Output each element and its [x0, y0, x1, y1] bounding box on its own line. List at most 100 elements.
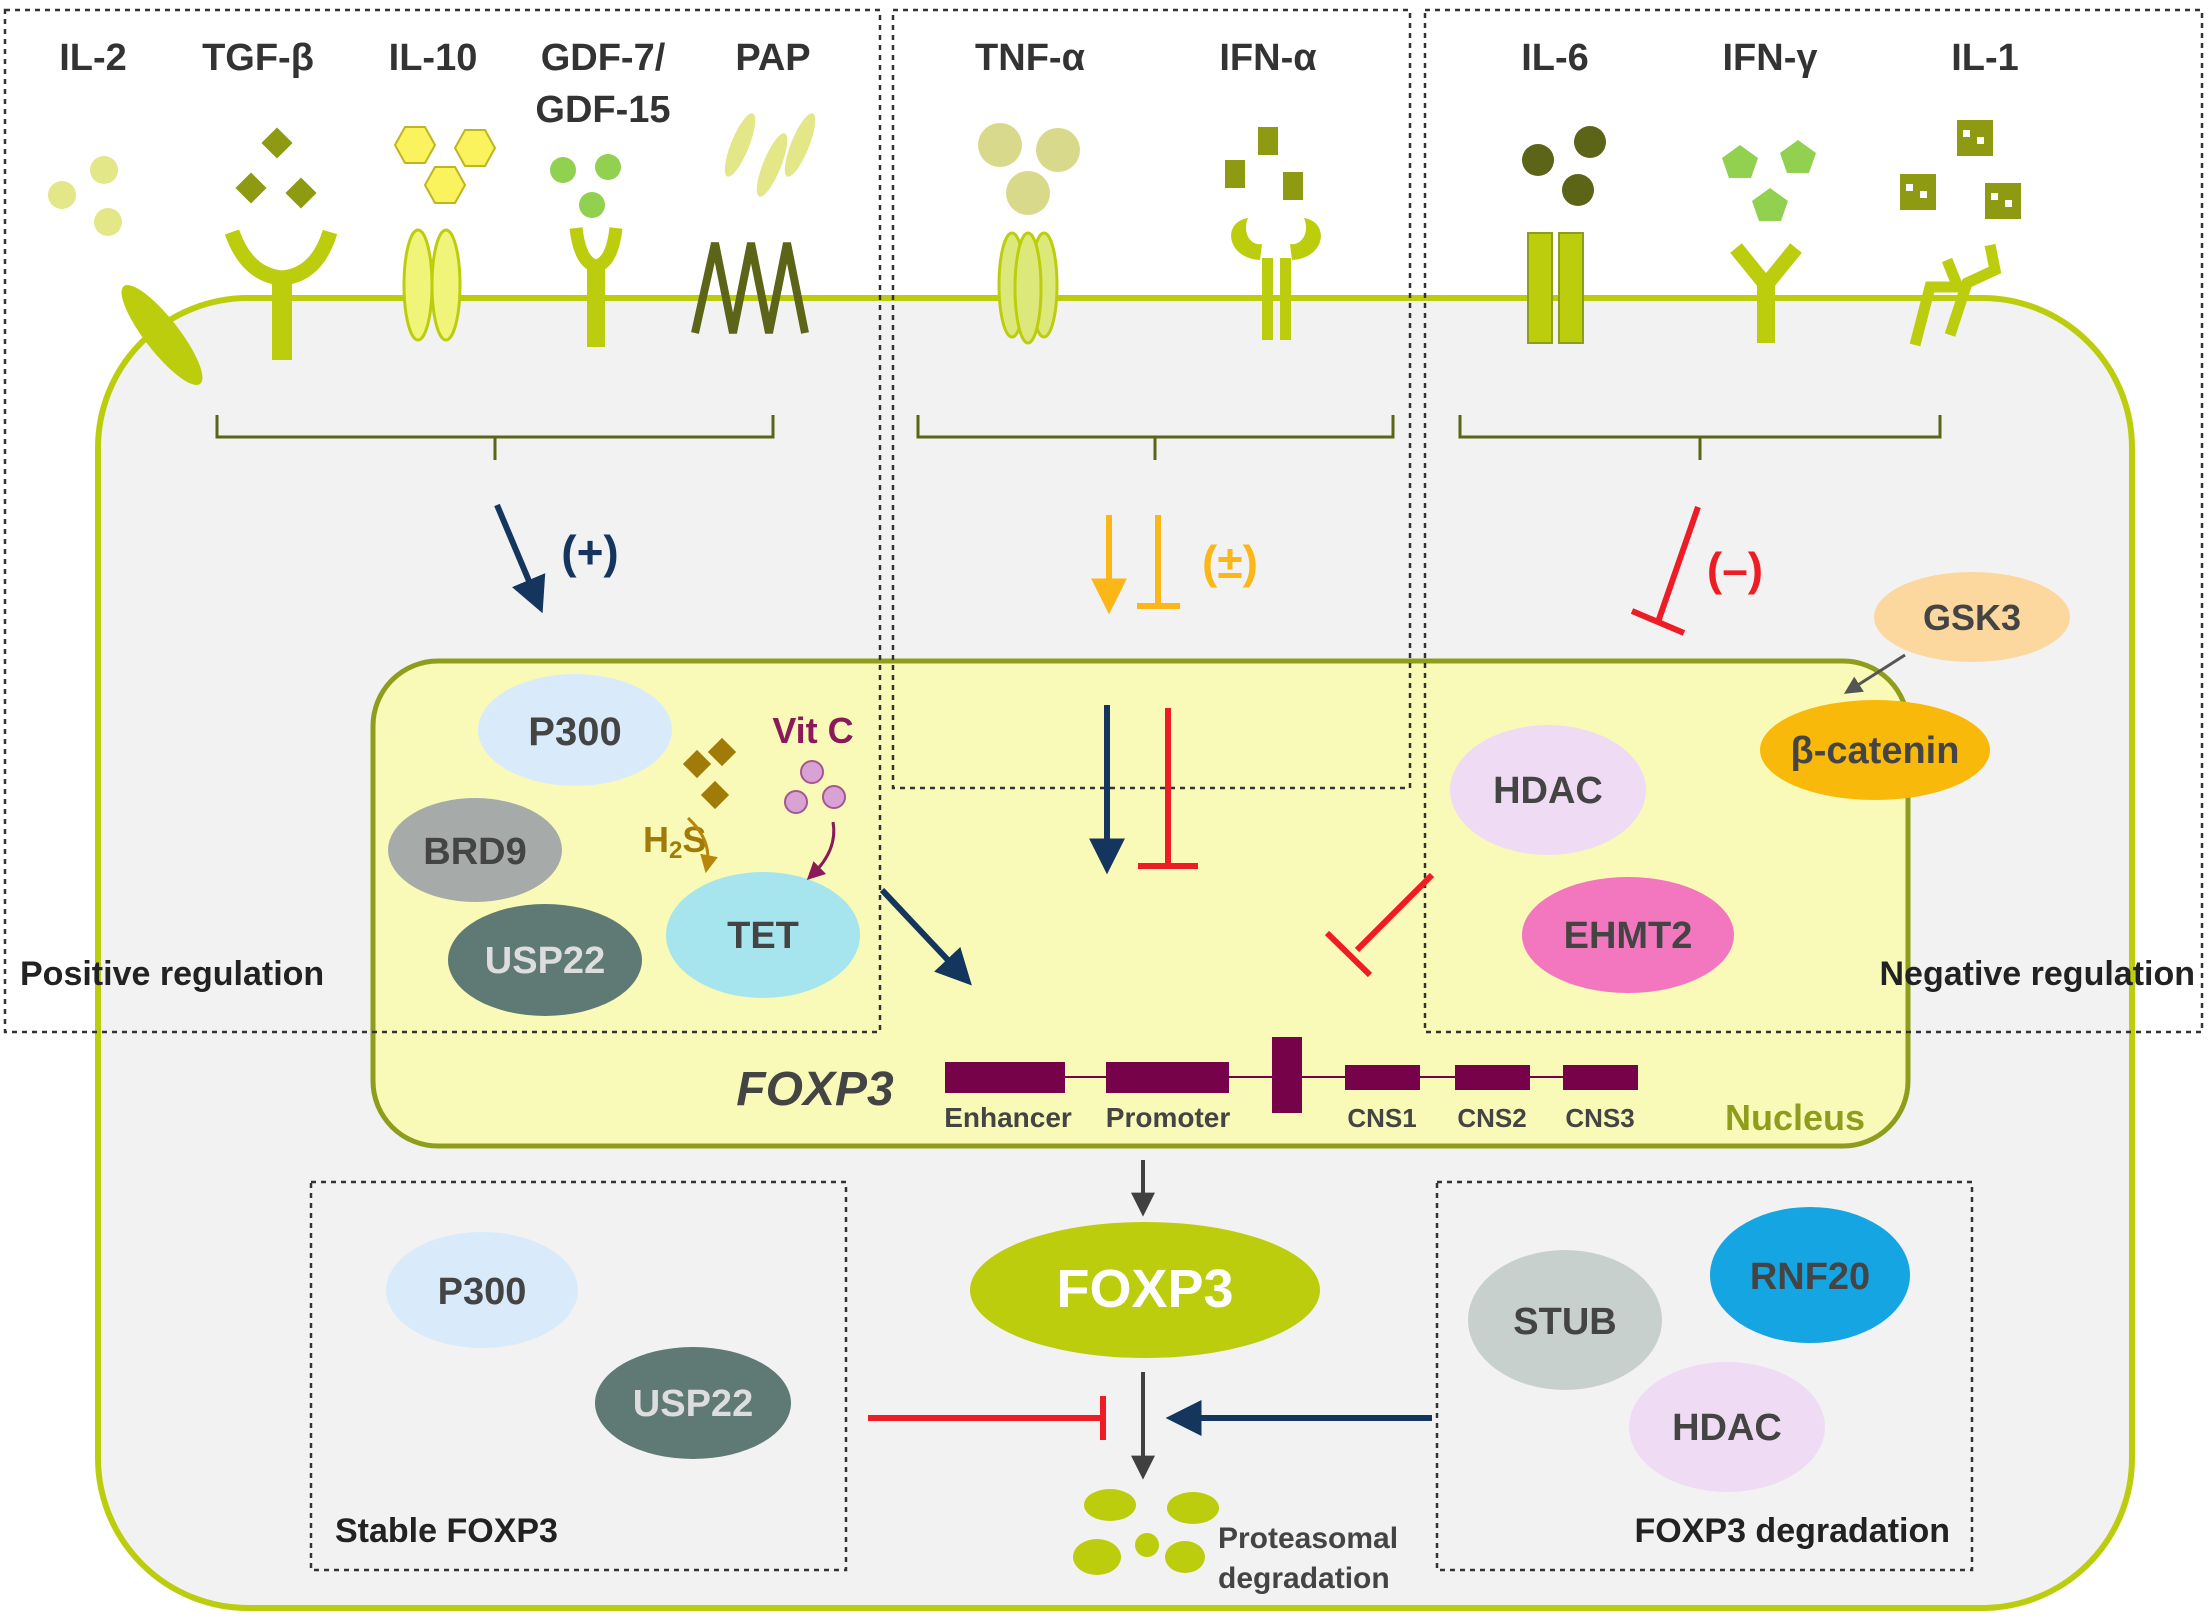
- ligand-ifna-label: IFN-α: [1219, 37, 1316, 79]
- ehmt2: [1522, 877, 1734, 993]
- rnf20: [1710, 1207, 1910, 1343]
- stabilization-inhibition-bar: [868, 1396, 1106, 1440]
- tnfa-ligand-icon: [978, 123, 1080, 215]
- brd9-label: BRD9: [423, 831, 526, 873]
- ligand-tnfa-label: TNF-α: [975, 37, 1085, 79]
- gsk3: [1874, 572, 2070, 662]
- il10-ligand-icon: [393, 126, 497, 204]
- negative-regulation-label: Negative regulation: [1879, 955, 2195, 993]
- h2s-arrow: [686, 816, 718, 874]
- ifng-receptor-icon: [1730, 243, 1802, 343]
- il2-receptor-icon: [121, 285, 203, 385]
- gsk3-label: GSK3: [1923, 597, 2021, 638]
- gene-cns2-block: [1455, 1065, 1530, 1090]
- h2s-label: H2S: [643, 819, 706, 864]
- stub-label: STUB: [1513, 1301, 1616, 1343]
- positive-group-brace: [215, 415, 775, 460]
- pap-receptor-icon: [691, 242, 809, 334]
- usp22-nuclear: [448, 904, 642, 1016]
- p300-stabilizer-label: P300: [438, 1271, 527, 1313]
- foxp3-degradation-title: FOXP3 degradation: [1635, 1512, 1951, 1550]
- ligand-il1-label: IL-1: [1951, 37, 2019, 79]
- negative-group-brace: [1458, 415, 1942, 460]
- vitc-arrow: [806, 821, 836, 880]
- ligand-gdf-label-line2: GDF-15: [535, 89, 670, 131]
- mixed-sign: (±): [1202, 536, 1258, 588]
- ligand-il6-label: IL-6: [1521, 37, 1589, 79]
- ligand-pap-label: PAP: [735, 37, 810, 79]
- ifna-receptor-icon: [1231, 218, 1321, 340]
- tgfb-receptor-icon: [224, 229, 338, 360]
- gene-cns3-block: [1563, 1065, 1638, 1090]
- foxp3-gene-label: FOXP3: [736, 1063, 894, 1116]
- usp22-stabilizer-label: USP22: [633, 1383, 753, 1425]
- gdf-receptor-icon: [569, 227, 623, 347]
- positive-regulation-box: [3, 8, 882, 1034]
- hdac-nuclear: [1450, 725, 1646, 855]
- mixed-inhibition-bar: [1137, 515, 1180, 609]
- ligand-ifng-label: IFN-γ: [1723, 37, 1818, 79]
- positive-regulation-label: Positive regulation: [20, 955, 324, 993]
- p300-stabilizer: [386, 1232, 578, 1348]
- ligand-il10-label: IL-10: [389, 37, 478, 79]
- nuclear-inhibition-bar: [1138, 708, 1198, 869]
- foxp3-degradation-box: [1435, 1180, 1974, 1572]
- tgfb-ligand-icon: [235, 127, 317, 209]
- gene-enhancer-label: Enhancer: [944, 1102, 1072, 1133]
- proteasomal-degradation-label-line2: degradation: [1218, 1562, 1390, 1595]
- tet-label: TET: [727, 915, 799, 957]
- il1-ligand-icon: [1900, 120, 2021, 219]
- il10-receptor-icon: [402, 228, 462, 342]
- brd9: [388, 798, 562, 902]
- mixed-group-brace: [916, 415, 1395, 460]
- positive-arrow: [494, 503, 546, 614]
- gene-cns2-label: CNS2: [1457, 1103, 1526, 1133]
- positive-sign: (+): [561, 526, 619, 578]
- stub: [1468, 1250, 1662, 1390]
- gene-exon-block: [1272, 1037, 1302, 1113]
- usp22-nuclear-label: USP22: [485, 940, 605, 982]
- ifna-ligand-icon: [1225, 127, 1303, 200]
- hdac-degradation: [1629, 1362, 1825, 1492]
- stable-foxp3-box: [309, 1180, 848, 1572]
- rnf20-label: RNF20: [1750, 1256, 1870, 1298]
- proteasomal-degradation-label-line1: Proteasomal: [1218, 1522, 1398, 1555]
- foxp3-protein: [970, 1222, 1320, 1358]
- gene-cns1-block: [1345, 1065, 1420, 1090]
- tnfa-receptor-icon: [997, 231, 1059, 345]
- p300-nuclear: [478, 674, 672, 786]
- gene-cns1-label: CNS1: [1347, 1103, 1416, 1133]
- usp22-stabilizer: [595, 1347, 791, 1459]
- ehmt2-label: EHMT2: [1564, 915, 1693, 957]
- nucleus-label: Nucleus: [1725, 1097, 1865, 1138]
- hdac-nuclear-label: HDAC: [1493, 770, 1603, 812]
- negative-nuclear-inhibition-bar: [1324, 872, 1435, 978]
- beta-catenin-label: β-catenin: [1791, 730, 1960, 772]
- pap-ligand-icon: [724, 113, 816, 197]
- il1-receptor-icon: [1909, 243, 2002, 347]
- ifng-ligand-icon: [1722, 140, 1816, 221]
- stable-foxp3-title: Stable FOXP3: [335, 1512, 558, 1550]
- h2s-molecule-icon: [682, 737, 737, 810]
- negative-sign: (–): [1707, 543, 1763, 595]
- negative-inhibition-bar: [1630, 506, 1701, 636]
- tet-to-gene-arrow: [879, 887, 972, 986]
- il6-ligand-icon: [1522, 126, 1606, 206]
- tet: [666, 872, 860, 998]
- gene-promoter-block: [1106, 1062, 1229, 1093]
- hdac-degradation-label: HDAC: [1672, 1407, 1782, 1449]
- mixed-regulation-box: [891, 8, 1412, 790]
- vitc-molecule-icon: [784, 760, 846, 814]
- ligand-gdf-label-line1: GDF-7/: [541, 37, 666, 79]
- gsk3-arrow: [1843, 653, 1906, 694]
- beta-catenin: [1760, 700, 1990, 800]
- gene-enhancer-block: [945, 1062, 1065, 1093]
- ligand-il2-label: IL-2: [59, 37, 127, 79]
- foxp3-protein-label: FOXP3: [1056, 1259, 1233, 1319]
- gdf-ligand-icon: [550, 154, 621, 218]
- ligand-tgfb-label: TGF-β: [202, 37, 314, 79]
- gene-promoter-label: Promoter: [1106, 1102, 1231, 1133]
- vitc-label: Vit C: [772, 710, 853, 751]
- il2-ligand-icon: [48, 156, 122, 236]
